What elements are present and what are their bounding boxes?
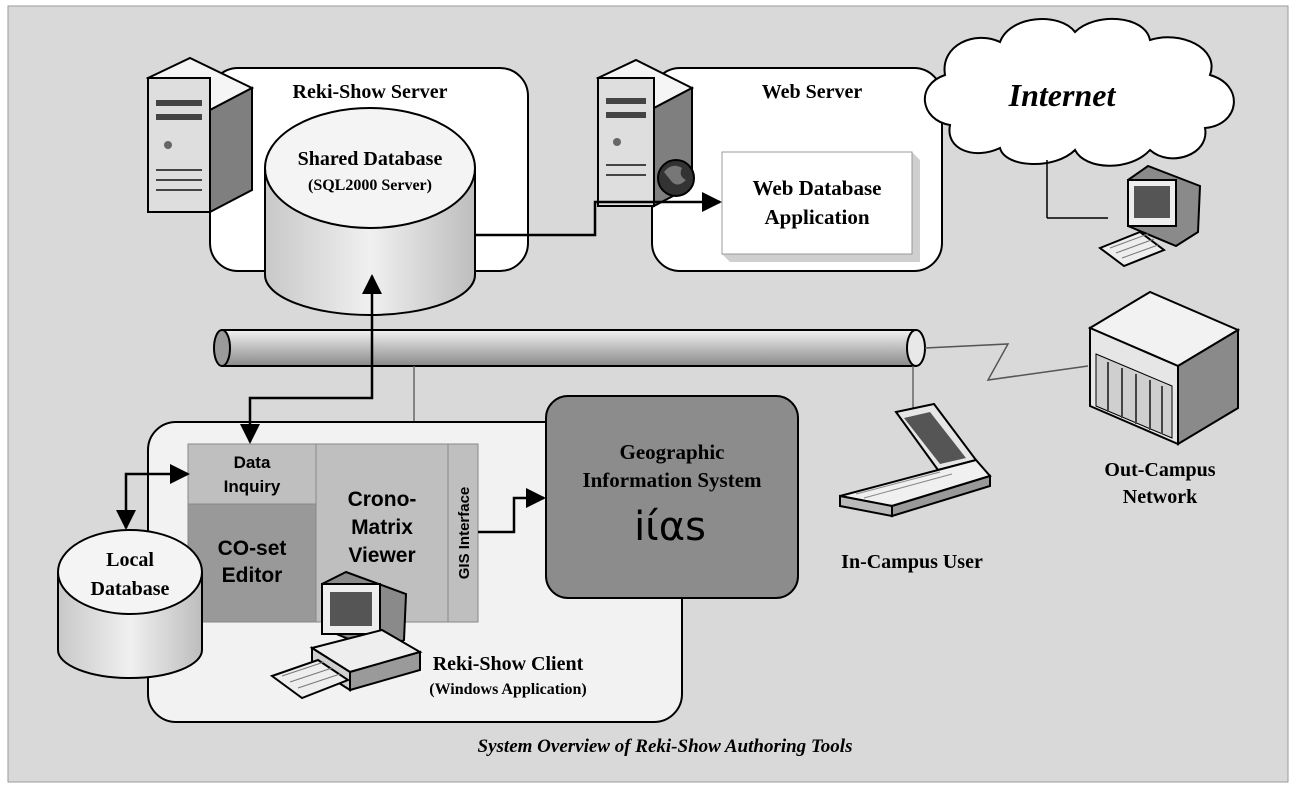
gis-label-1: Geographic: [620, 440, 725, 464]
building-icon: [1087, 290, 1241, 446]
out-campus-label-1: Out-Campus: [1104, 459, 1215, 481]
crono-matrix-label-1: Crono-: [348, 488, 417, 511]
crono-matrix-label-2: Matrix: [351, 516, 413, 539]
laptop-icon: [839, 402, 992, 518]
data-inquiry-label: Data: [234, 453, 271, 472]
local-database-cylinder: Local Database: [57, 529, 203, 679]
reki-show-client-title: Reki-Show Client: [433, 653, 584, 675]
web-database-label: Web Database: [753, 176, 882, 200]
out-campus-label-2: Network: [1123, 486, 1198, 508]
gis-box: Geographic Information System iίαs: [545, 395, 799, 599]
db-to-web-app-arrow: [475, 192, 722, 237]
shared-database-sublabel: (SQL2000 Server): [308, 177, 432, 194]
gis-interface-label: GIS Interface: [456, 487, 473, 580]
internet-label: Internet: [1008, 77, 1117, 113]
shared-database-label: Shared Database: [298, 148, 443, 170]
coset-editor-block: CO-set Editor: [187, 503, 317, 623]
in-campus-user-label: In-Campus User: [841, 551, 983, 573]
diagram-caption: System Overview of Reki-Show Authoring T…: [478, 736, 853, 757]
client-computer-icon: [269, 570, 423, 700]
internet-cloud: Internet: [924, 17, 1235, 167]
local-database-label-2: Database: [91, 578, 170, 600]
data-inquiry-local-db-arrow: [116, 464, 190, 530]
web-database-application-box: Web Database Application: [721, 151, 920, 262]
coset-editor-label-2: Editor: [222, 564, 283, 587]
wireless-link: [924, 343, 1089, 381]
server-tower-icon: [145, 56, 255, 214]
ilias-logo: iίαs: [634, 504, 706, 550]
gis-interface-block: GIS Interface: [447, 443, 479, 623]
data-inquiry-block: Data Inquiry: [187, 443, 317, 505]
gis-interface-to-gis-arrow: [478, 488, 546, 534]
globe-icon: [657, 159, 695, 197]
remote-computer-icon: [1097, 164, 1202, 268]
shared-db-data-inquiry-arrow: [240, 274, 382, 444]
gis-label-2: Information System: [582, 468, 762, 492]
shared-database-cylinder: Shared Database (SQL2000 Server): [264, 107, 476, 316]
reki-show-client-subtitle: (Windows Application): [429, 681, 587, 698]
network-backbone: [213, 329, 926, 367]
data-inquiry-label-2: Inquiry: [224, 477, 281, 496]
crono-matrix-label-3: Viewer: [348, 544, 415, 567]
local-database-label: Local: [106, 549, 154, 571]
coset-editor-label: CO-set: [218, 537, 287, 560]
web-server-title: Web Server: [762, 81, 863, 103]
reki-show-server-title: Reki-Show Server: [293, 81, 448, 103]
web-application-label: Application: [764, 205, 869, 229]
